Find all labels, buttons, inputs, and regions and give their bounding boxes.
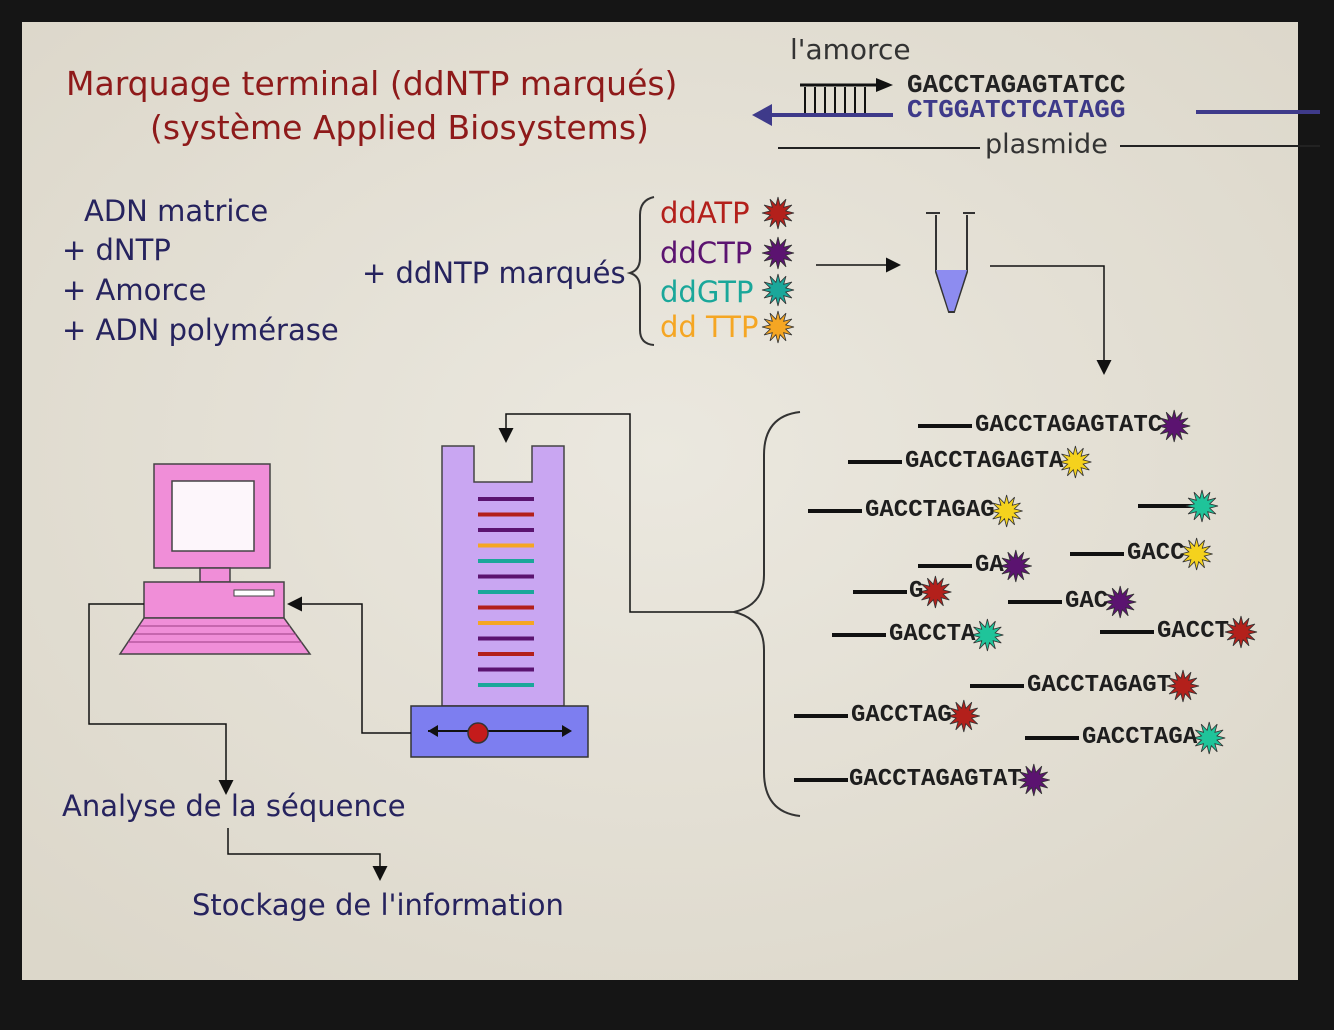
reagent-line1: ADN matrice — [84, 194, 269, 228]
fragment-star-icon — [1158, 409, 1191, 443]
gel-band — [478, 652, 534, 656]
fragment-star-icon — [971, 618, 1004, 652]
fragment-sequence: GACCTAGAGT — [1027, 672, 1172, 699]
gel-band — [478, 683, 534, 687]
fragment-sequence: GACCTAGA — [1082, 724, 1198, 751]
ddntp-star-icon — [761, 310, 795, 344]
fragment-sequence: GACCTAGAGTATC — [975, 412, 1163, 439]
fragment-group — [794, 409, 1258, 797]
ddntp-brace — [626, 196, 655, 346]
fragment-star-icon — [1166, 669, 1200, 703]
fragment-sequence: GAC — [1065, 588, 1109, 615]
gel-band — [478, 543, 534, 548]
arrow-to-fragments — [990, 265, 1112, 375]
title-line2: (système Applied Biosystems) — [150, 108, 649, 147]
gel-band — [478, 528, 534, 532]
gel-band — [478, 512, 534, 517]
gel-band — [478, 590, 534, 594]
arrow-to-computer — [287, 596, 411, 734]
gel-band — [478, 667, 534, 672]
computer-screen — [171, 480, 255, 552]
plasmid-label: plasmide — [985, 129, 1108, 160]
fragment-star-icon — [947, 699, 980, 733]
fragment-star-icon — [1104, 585, 1137, 619]
gel-detector-dot — [467, 722, 489, 744]
fragment-star-icon — [919, 575, 952, 609]
primer-schematic — [752, 78, 1320, 149]
fragment-star-icon — [1180, 537, 1213, 571]
reagent-line4: + ADN polymérase — [62, 313, 339, 347]
gel-band — [478, 497, 534, 501]
title-line1: Marquage terminal (ddNTP marqués) — [66, 64, 678, 103]
ddntp-star-icon — [761, 196, 795, 230]
template-arrowhead — [752, 104, 772, 126]
ddntp-star-group — [761, 196, 795, 344]
gel-band — [478, 574, 534, 579]
fragment-star-icon — [1059, 445, 1092, 479]
gel-electrophoresis — [410, 445, 589, 758]
arrow-to-analysis — [88, 603, 234, 795]
arrow-to-gel — [498, 413, 734, 613]
fragment-sequence: GACCTAG — [851, 702, 952, 729]
ddntp-label-g: ddGTP — [660, 275, 754, 309]
fragment-star-icon — [1185, 489, 1219, 523]
fragment-sequence: GACCT — [1157, 618, 1230, 645]
fragment-sequence: GACCTAGAG — [865, 497, 995, 524]
fragment-star-icon — [1193, 721, 1226, 755]
fragment-sequence: GA — [975, 552, 1004, 579]
arrow-to-storage — [227, 828, 388, 881]
gel-band — [478, 559, 534, 563]
fragment-sequence: GACC — [1127, 540, 1185, 567]
analysis-step2: Stockage de l'information — [192, 888, 564, 922]
fragment-sequence: GACCTAGAGTA — [905, 448, 1064, 475]
ddntp-star-icon — [761, 236, 795, 270]
reagent-line2: + dNTP — [62, 233, 171, 267]
ddntp-star-icon — [761, 273, 795, 307]
ddntp-label: + ddNTP marqués — [362, 256, 626, 290]
fragment-sequence: GACCTAGAGTAT — [849, 766, 1022, 793]
fragment-sequence: G — [909, 578, 924, 605]
primer-label: l'amorce — [790, 33, 911, 66]
reagent-line3: + Amorce — [62, 273, 207, 307]
computer-case — [143, 581, 285, 619]
analysis-step1: Analyse de la séquence — [62, 789, 406, 823]
ddntp-label-a: ddATP — [660, 196, 750, 230]
gel-band — [478, 621, 534, 625]
ddntp-label-t: dd TTP — [660, 310, 759, 344]
gel-band — [478, 636, 534, 641]
reaction-tube — [926, 212, 975, 313]
top-strand: GACCTAGAGTATCC — [907, 70, 1126, 100]
fragment-star-icon — [1017, 763, 1050, 797]
fragment-sequence: GACCTA — [889, 621, 976, 648]
gel-band — [478, 605, 534, 610]
computer-keyboard — [118, 617, 312, 655]
fragment-star-icon — [1224, 615, 1258, 649]
computer — [118, 463, 312, 655]
ddntp-label-c: ddCTP — [660, 236, 753, 270]
bottom-strand: CTGGATCTCATAGG — [907, 95, 1126, 125]
fragment-star-icon — [990, 494, 1023, 528]
fragment-star-icon — [999, 549, 1032, 583]
gel-band-group — [478, 497, 534, 687]
